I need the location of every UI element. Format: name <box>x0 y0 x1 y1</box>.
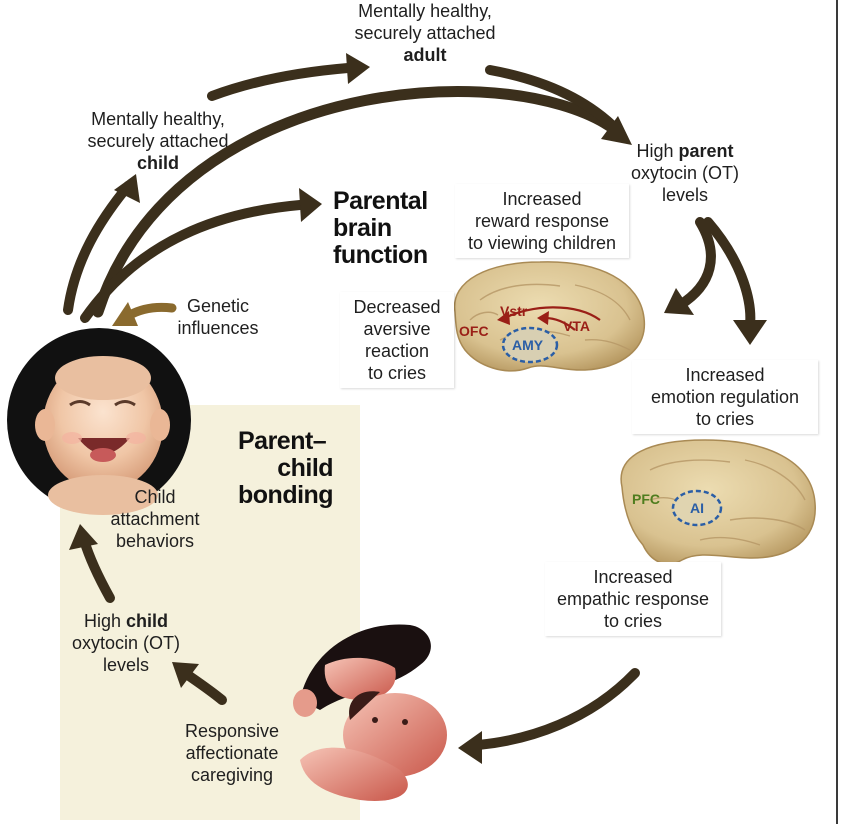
label-high-parent-ot: High parent oxytocin (OT) levels <box>610 140 760 206</box>
aversive-line2: aversive <box>363 319 431 339</box>
emotion-line3: to cries <box>695 409 755 429</box>
callout-increased-empathic: Increased empathic response to cries <box>545 562 721 636</box>
bonding-heading-line1: Parent– <box>238 427 327 455</box>
child-ot-line2: oxytocin (OT) <box>71 633 181 653</box>
parental-heading-line1: Parental <box>333 187 428 215</box>
aversive-line3: reaction <box>364 341 430 361</box>
attachment-line2: attachment <box>110 509 200 529</box>
label-mentally-healthy-adult: Mentally healthy, securely attached adul… <box>335 0 515 66</box>
heading-parental-brain-function: Parental brain function <box>333 188 428 269</box>
empathic-line1: Increased <box>593 567 673 587</box>
mother-baby-photo <box>293 624 447 801</box>
arrowhead-child-ot <box>172 662 199 688</box>
brain-lateral <box>620 439 816 565</box>
bonding-heading-line3: bonding <box>238 481 334 509</box>
parental-heading-line3: function <box>333 241 428 269</box>
region-ai: AI <box>690 500 704 516</box>
adult-label-bold: adult <box>403 45 447 65</box>
child-ot-pre: High <box>83 611 126 631</box>
empathic-line2: empathic response <box>556 589 710 609</box>
brain-sagittal <box>453 261 646 372</box>
arrowhead-emotion <box>733 320 767 345</box>
emotion-line1: Increased <box>685 365 765 385</box>
right-border-rule <box>836 0 838 824</box>
child-label-line2: securely attached <box>87 131 229 151</box>
genetic-line1: Genetic <box>186 296 250 316</box>
callout-decreased-aversive: Decreased aversive reaction to cries <box>340 292 454 388</box>
parent-ot-pre: High <box>636 141 679 161</box>
label-genetic-influences: Genetic influences <box>168 295 268 339</box>
heading-parent-child-bonding: Parent– child bonding <box>238 427 334 509</box>
arrowhead-genetic <box>112 302 138 326</box>
genetic-line2: influences <box>177 318 259 338</box>
arrow-child-to-adult <box>207 63 353 101</box>
label-child-attachment-behaviors: Child attachment behaviors <box>100 486 210 552</box>
child-ot-bold: child <box>126 611 169 631</box>
arrowhead-adult <box>346 53 370 84</box>
region-pfc: PFC <box>632 491 660 507</box>
reward-line1: Increased <box>502 189 582 209</box>
aversive-line4: to cries <box>367 363 427 383</box>
adult-label-line1: Mentally healthy, <box>358 1 492 21</box>
region-ofc: OFC <box>459 323 489 339</box>
arrowhead-parental-brain <box>299 188 322 222</box>
parent-ot-line2: oxytocin (OT) <box>630 163 740 183</box>
attachment-line1: Child <box>134 487 176 507</box>
label-responsive-caregiving: Responsive affectionate caregiving <box>172 720 292 786</box>
emotion-line2: emotion regulation <box>650 387 800 407</box>
caregiving-line1: Responsive <box>184 721 280 741</box>
parent-ot-bold: parent <box>678 141 734 161</box>
bonding-heading-line2: child <box>277 454 334 482</box>
arrowhead-caregiving <box>458 731 482 764</box>
attachment-line3: behaviors <box>115 531 195 551</box>
caregiving-line3: caregiving <box>190 765 274 785</box>
parent-ot-line3: levels <box>661 185 709 205</box>
arrow-baby-to-parental-brain <box>80 200 305 323</box>
reward-line3: to viewing children <box>467 233 617 253</box>
label-high-child-ot: High child oxytocin (OT) levels <box>56 610 196 676</box>
region-vstr: Vstr <box>500 303 528 319</box>
arrowhead-parent-ot <box>601 116 632 145</box>
arc-arrow-child-to-parent-ot <box>92 85 624 318</box>
arrowheads <box>69 53 767 764</box>
parental-heading-line2: brain <box>333 214 392 242</box>
amy-circle <box>501 326 559 364</box>
region-vta: VTA <box>563 318 590 334</box>
arrowhead-brain <box>664 288 694 315</box>
callout-increased-reward: Increased reward response to viewing chi… <box>455 184 629 258</box>
arrow-empathic-to-caregiving <box>473 668 640 750</box>
callout-increased-emotion-regulation: Increased emotion regulation to cries <box>632 360 818 434</box>
ai-circle <box>671 489 723 527</box>
region-amy: AMY <box>512 337 544 353</box>
arrowhead-child-label <box>114 174 140 203</box>
aversive-line1: Decreased <box>353 297 441 317</box>
baby-photo <box>7 328 191 515</box>
child-label-line1: Mentally healthy, <box>91 109 225 129</box>
arrow-parent-ot-to-emotion <box>703 217 756 330</box>
arrow-genetic-influences <box>123 302 177 321</box>
arrow-adult-to-parent-ot <box>485 65 617 130</box>
arrow-baby-to-child-label <box>63 181 133 315</box>
arrow-parent-ot-to-brain <box>675 217 716 310</box>
adult-label-line2: securely attached <box>354 23 496 43</box>
label-mentally-healthy-child: Mentally healthy, securely attached chil… <box>68 108 248 174</box>
reward-line2: reward response <box>474 211 610 231</box>
child-ot-line3: levels <box>102 655 150 675</box>
arrowhead-attachment <box>69 524 98 550</box>
caregiving-line2: affectionate <box>185 743 279 763</box>
empathic-line3: to cries <box>603 611 663 631</box>
child-label-bold: child <box>136 153 179 173</box>
